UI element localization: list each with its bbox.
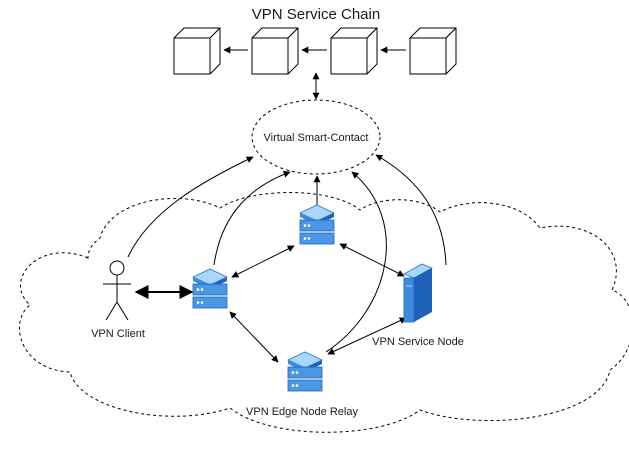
service-chain xyxy=(173,27,457,75)
diagram-title: VPN Service Chain xyxy=(252,6,380,23)
node-left-edge-relay-link xyxy=(229,311,279,363)
vpn-client-label: VPN Client xyxy=(91,328,145,340)
block-cube-icon-3 xyxy=(330,27,378,75)
vpn-edge-relay-label: VPN Edge Node Relay xyxy=(246,406,358,418)
stick-figure-icon xyxy=(103,260,131,321)
node-left-contract-link xyxy=(213,170,291,266)
edge-relay-contract-link xyxy=(325,171,387,353)
server-tower-icon xyxy=(403,263,433,323)
service-node-contract-link xyxy=(375,154,447,266)
server-stack-icon-left xyxy=(192,268,228,309)
smart-contract-ellipse xyxy=(251,99,381,175)
node-top-service-node-link xyxy=(339,243,405,277)
block-cube-icon-1 xyxy=(173,27,221,75)
vpn-service-node-label: VPN Service Node xyxy=(372,336,464,348)
block-cube-icon-4 xyxy=(409,27,457,75)
server-stack-icon-top xyxy=(299,204,335,245)
edge-relay-service-node-link xyxy=(327,317,407,355)
block-cube-icon-2 xyxy=(251,27,299,75)
client-contract-link xyxy=(127,156,254,258)
smart-contract-label: Virtual Smart-Contact xyxy=(264,132,369,144)
server-stack-icon-relay xyxy=(287,351,323,392)
node-left-node-top-link xyxy=(231,245,295,278)
